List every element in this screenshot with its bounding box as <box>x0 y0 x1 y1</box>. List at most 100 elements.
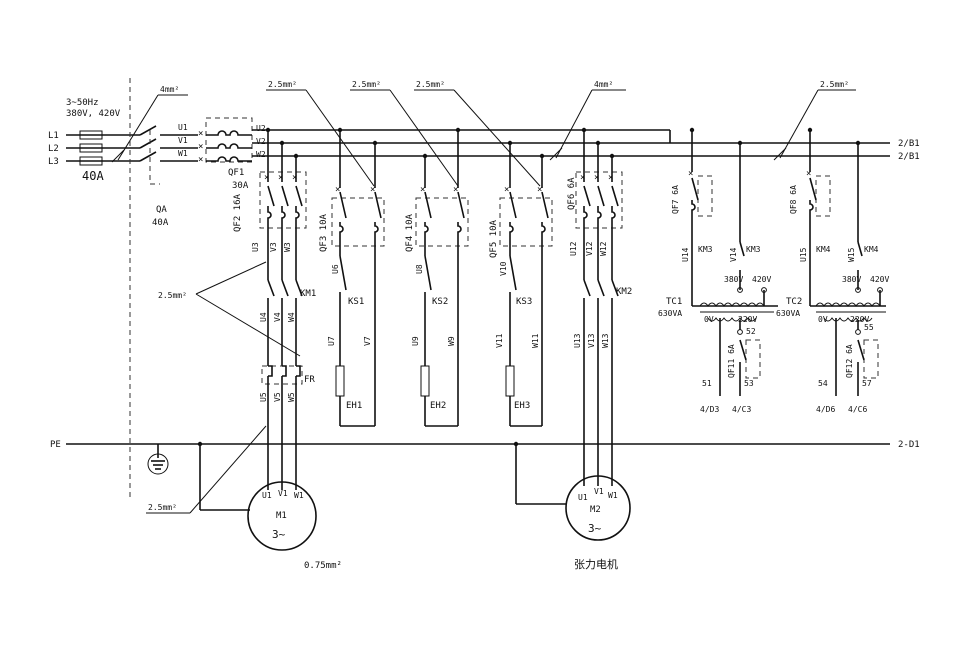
wire-label-bus: 4mm² <box>594 80 613 89</box>
qf6-out-w12: W12 <box>599 241 608 256</box>
tc2-in-left: U15 <box>799 247 808 262</box>
tc1-sec-0v: 0V <box>704 315 714 324</box>
ks3-label: KS3 <box>516 297 532 307</box>
m2-phase: 3~ <box>588 522 602 535</box>
km2-label: KM2 <box>616 287 632 297</box>
km1-label: KM1 <box>300 289 316 299</box>
qf6-label: QF6 6A <box>567 177 577 210</box>
qf1-label: QF1 <box>228 168 244 178</box>
bus-ref-b1-lower: 2/B1 <box>898 152 920 162</box>
ks2-label: KS2 <box>432 297 448 307</box>
x-mark: × <box>420 185 425 195</box>
x-mark: × <box>198 155 203 165</box>
tc2-ref-c6: 4/C6 <box>848 405 867 414</box>
tc1-ref-d3: 4/D3 <box>700 405 719 414</box>
x-mark: × <box>264 173 269 183</box>
tc2-node-55: 55 <box>864 323 874 332</box>
wire-label-supply: 4mm² <box>160 85 179 94</box>
m2-term-w1: W1 <box>608 491 618 500</box>
eh3-label: EH3 <box>514 401 530 411</box>
heater1-term-a: U7 <box>327 336 336 346</box>
km1-out-w4: W4 <box>287 312 296 322</box>
m1-term-w1: W1 <box>294 491 304 500</box>
x-mark: × <box>335 185 340 195</box>
supply-frequency: 3~50Hz <box>66 98 99 108</box>
fr-out-v5: V5 <box>273 392 282 402</box>
pe-line <box>66 441 890 511</box>
leader-line <box>189 425 267 514</box>
m2-term-v1: V1 <box>594 487 604 496</box>
heater2-breaker: QF4 10A <box>405 213 415 252</box>
tc1-volt-420: 420V <box>752 275 771 284</box>
qf12-label: QF12 6A <box>845 344 854 378</box>
m2-name: M2 <box>590 505 601 515</box>
qf2-label: QF2 16A <box>233 193 243 232</box>
fuse-rating: 40A <box>82 169 104 183</box>
phase-label-l3: L3 <box>48 157 59 167</box>
m1-term-u1: U1 <box>262 491 272 500</box>
qf1-out-v2: V2 <box>256 137 266 146</box>
heater3-term-a: V11 <box>495 333 504 348</box>
qa-switch <box>139 125 198 185</box>
tc1-km-right: KM3 <box>746 245 761 254</box>
leader-line <box>195 293 301 357</box>
tc2-volt-420: 420V <box>870 275 889 284</box>
fr-label: FR <box>304 375 315 385</box>
km2-out-v13: V13 <box>587 333 596 348</box>
x-mark: × <box>537 185 542 195</box>
m1-phase: 3~ <box>272 528 286 541</box>
x-mark: × <box>688 169 693 179</box>
tc2-in-right: W15 <box>847 247 856 262</box>
tc2-ref-d6: 4/D6 <box>816 405 835 414</box>
x-mark: × <box>292 173 297 183</box>
main-bus <box>252 129 890 157</box>
qf2-out-u3: U3 <box>251 242 260 252</box>
phase-label-l1: L1 <box>48 131 59 141</box>
x-mark: × <box>278 173 283 183</box>
tc1-sec-220v: 220V <box>738 315 757 324</box>
tc2-volt-380: 380V <box>842 275 861 284</box>
tc1-in-left: U14 <box>681 247 690 262</box>
qf1-breaker: × × × <box>198 117 253 165</box>
tc1-volt-380: 380V <box>724 275 743 284</box>
m2-caption: 张力电机 <box>574 557 618 571</box>
m1-term-v1: V1 <box>278 489 288 498</box>
eh2-label: EH2 <box>430 401 446 411</box>
supply-section: 3~50Hz 380V, 420V L1 L2 L3 40A QA 40A U1 <box>48 85 198 228</box>
tc1-name: TC1 <box>666 297 682 307</box>
qf2-out-v3: V3 <box>269 242 278 252</box>
heater3-breaker: QF5 10A <box>489 219 499 258</box>
heater-branch-2: × × <box>415 130 469 427</box>
heater3-term-b: W11 <box>531 333 540 348</box>
tc2-sec-0v: 0V <box>818 315 828 324</box>
phase-label-l2: L2 <box>48 144 59 154</box>
wire-label-motor1: 2.5mm² <box>158 291 187 300</box>
qa-rating: 40A <box>152 218 169 228</box>
bus-ticks <box>111 147 787 163</box>
m1-name: M1 <box>276 511 287 521</box>
motor2-branch: × × × <box>565 130 631 541</box>
motor1-branch: × × × <box>259 130 307 490</box>
ks1-label: KS1 <box>348 297 364 307</box>
qa-out-u1: U1 <box>178 123 188 132</box>
supply-voltage: 380V, 420V <box>66 109 121 119</box>
pe-ref: 2-D1 <box>898 440 920 450</box>
tc1-out-node-53: 53 <box>744 379 754 388</box>
motor-wire-label: 0.75mm² <box>304 561 342 571</box>
x-mark: × <box>453 185 458 195</box>
tc2-sec-220v: 220V <box>850 315 869 324</box>
qa-label: QA <box>156 205 167 215</box>
heater2-top-term: U8 <box>415 264 424 274</box>
wire-label-right: 2.5mm² <box>820 80 849 89</box>
x-mark: × <box>198 129 203 139</box>
x-mark: × <box>504 185 509 195</box>
heater2-term-b: W9 <box>447 336 456 346</box>
ground-icon <box>147 444 169 475</box>
wire-label-heater3: 2.5mm² <box>416 80 445 89</box>
heater2-term-a: U9 <box>411 336 420 346</box>
km1-out-u4: U4 <box>259 312 268 322</box>
tc1-node-52: 52 <box>746 327 756 336</box>
heater1-top-term: U6 <box>331 264 340 274</box>
x-mark: × <box>594 173 599 183</box>
